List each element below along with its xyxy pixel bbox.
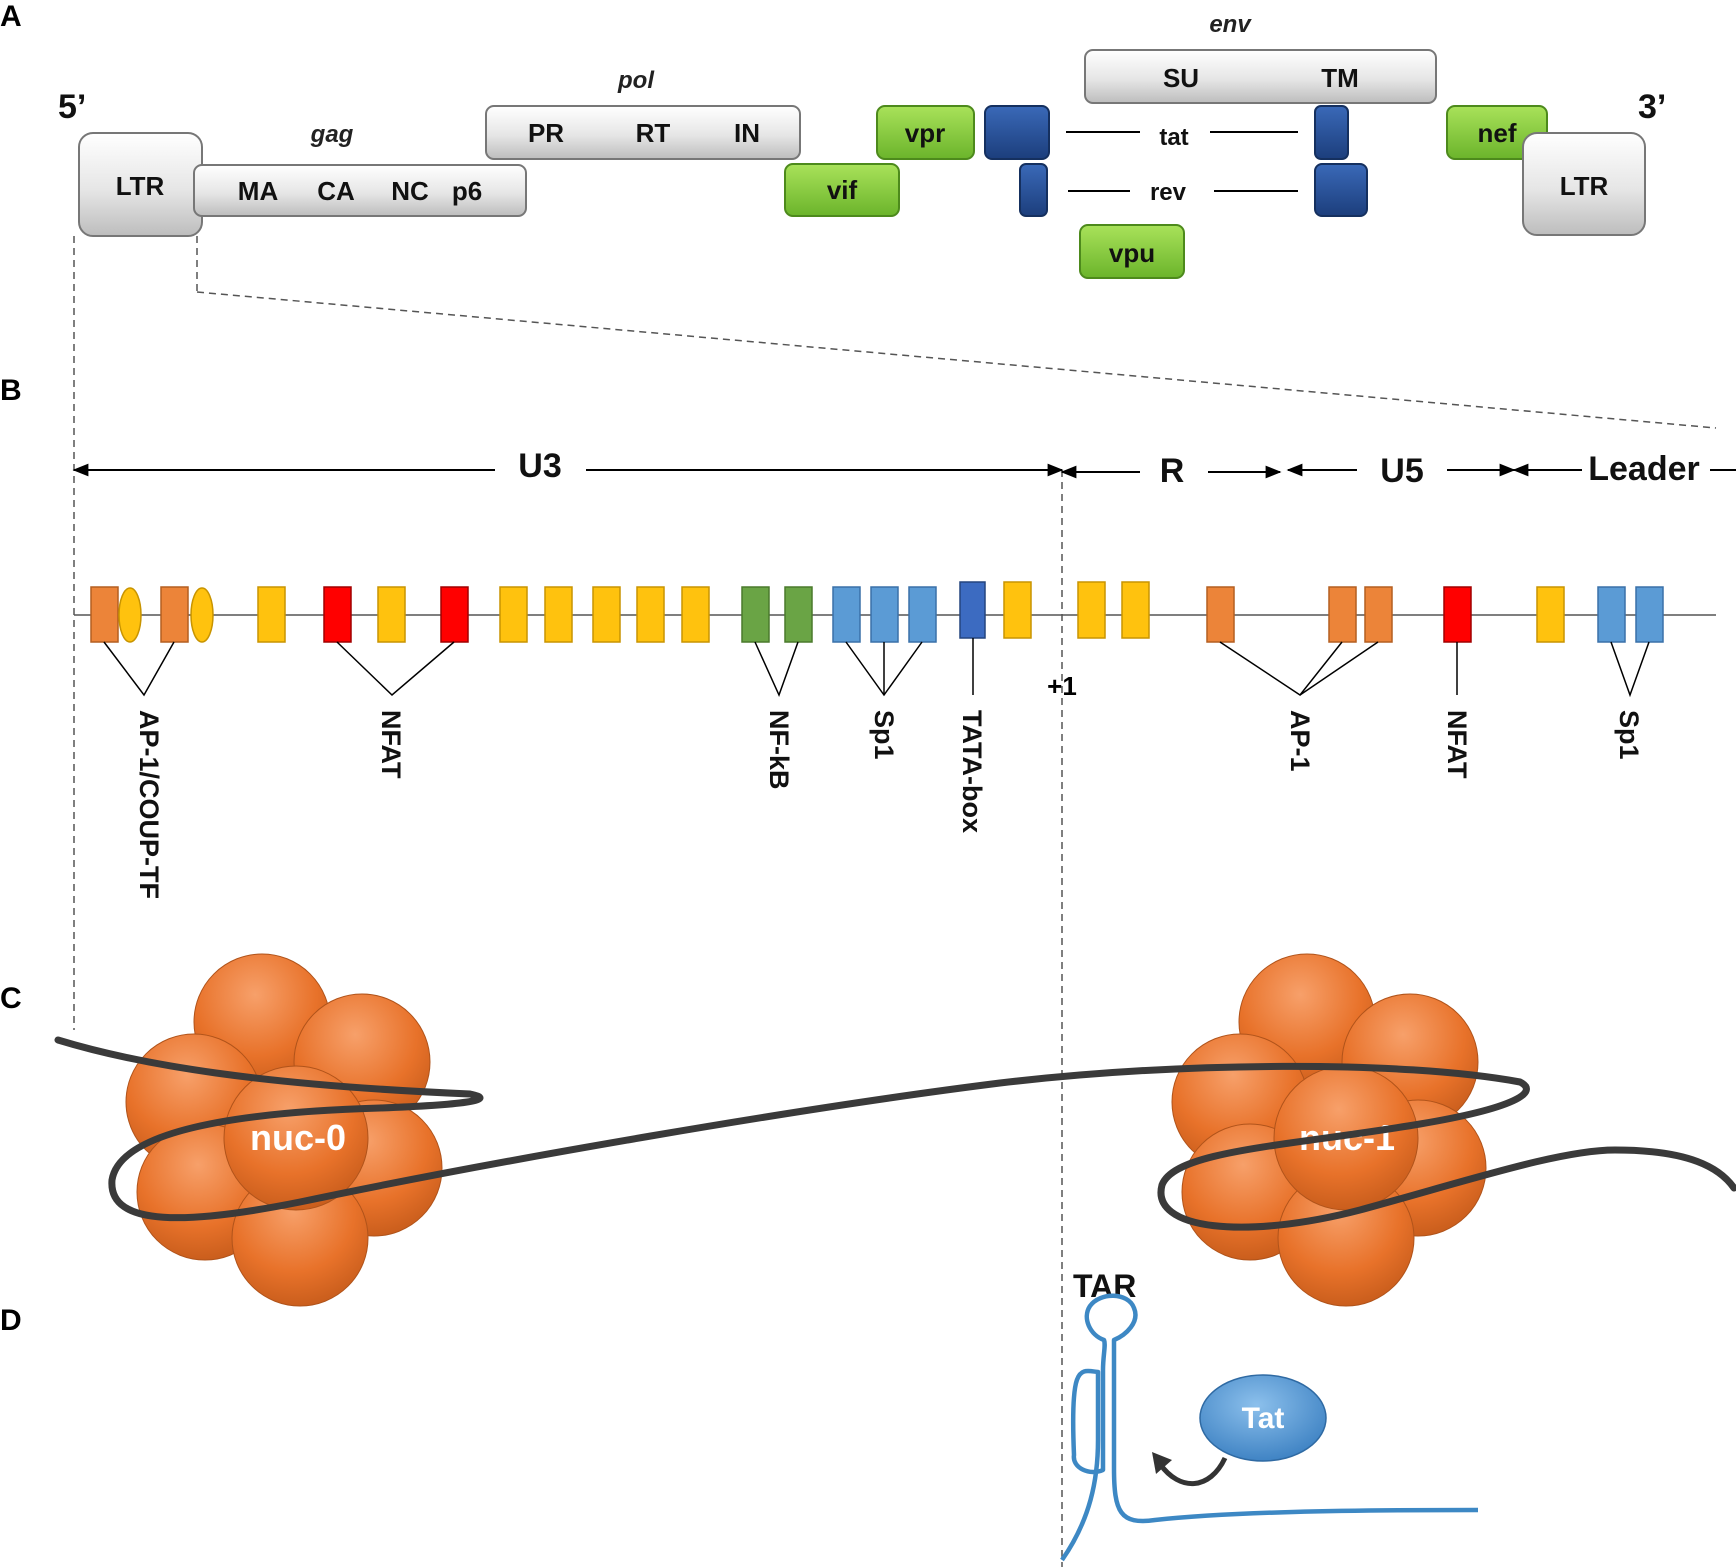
pol-label: pol	[617, 67, 655, 94]
region-leader: Leader	[1588, 450, 1700, 488]
five-prime-label: 5’	[58, 88, 86, 126]
tf-labels: AP-1/COUP-TF NFAT NF-kB Sp1 TATA-box AP-…	[134, 710, 1644, 899]
panel-label-c: C	[0, 982, 22, 1015]
tat-protein: Tat	[1199, 1374, 1327, 1462]
gag-ca: CA	[317, 176, 355, 206]
env-label: env	[1209, 11, 1252, 38]
ltr-5-label: LTR	[116, 171, 165, 201]
tf-label-tata: TATA-box	[957, 710, 987, 833]
pol-pr: PR	[528, 118, 564, 148]
region-arrows	[72, 463, 1736, 479]
env-su: SU	[1163, 63, 1199, 93]
tat-label: tat	[1159, 124, 1188, 151]
nuc-0-label: nuc-0	[250, 1117, 346, 1158]
tat-binding-arrow	[1157, 1456, 1228, 1486]
region-u3: U3	[518, 447, 561, 485]
three-prime-label: 3’	[1638, 88, 1666, 126]
tf-label-nfkb: NF-kB	[764, 710, 794, 790]
vpr-label: vpr	[905, 118, 945, 148]
tf-label-nfat-u3: NFAT	[376, 710, 406, 779]
tf-label-sp1-u3: Sp1	[869, 710, 899, 760]
gag-label: gag	[310, 121, 354, 148]
region-r: R	[1160, 452, 1185, 490]
gag-box: gag MA CA NC p6	[193, 121, 527, 217]
panel-label-a: A	[0, 0, 22, 33]
pol-rt: RT	[636, 118, 671, 148]
tar-rna-hairpin	[1060, 1293, 1479, 1562]
env-tm: TM	[1321, 63, 1359, 93]
site-connectors	[103, 638, 1650, 698]
rev-label: rev	[1150, 179, 1187, 206]
pol-in: IN	[734, 118, 760, 148]
gag-nc: NC	[391, 176, 429, 206]
zoom-guide-lines	[73, 236, 1717, 1567]
tat-protein-label: Tat	[1242, 1402, 1285, 1435]
pol-box: pol PR RT IN	[485, 67, 801, 160]
tf-label-sp1-leader: Sp1	[1614, 710, 1644, 760]
env-box: env SU TM	[1084, 11, 1437, 104]
tat-exons: tat	[984, 105, 1349, 160]
binding-sites	[90, 581, 1664, 643]
ltr-3-box: LTR	[1522, 132, 1646, 236]
dna-strand	[54, 1036, 1736, 1231]
tf-label-nfat-leader: NFAT	[1442, 710, 1472, 779]
gag-ma: MA	[238, 176, 279, 206]
vif-label: vif	[827, 175, 858, 205]
ltr-5-box: LTR	[78, 132, 203, 237]
vpr-box: vpr	[876, 105, 975, 160]
tf-label-ap1-u5: AP-1	[1285, 710, 1315, 772]
tss-plus-one: +1	[1047, 671, 1077, 701]
rev-exons: rev	[1019, 163, 1368, 217]
gag-p6: p6	[452, 176, 482, 206]
panel-label-d: D	[0, 1304, 22, 1337]
ltr-3-label: LTR	[1560, 171, 1609, 201]
vpu-label: vpu	[1109, 238, 1155, 268]
tat-arrowhead	[1152, 1452, 1172, 1474]
panel-label-b: B	[0, 374, 22, 407]
region-u5: U5	[1380, 452, 1423, 490]
tf-label-ap1-coup: AP-1/COUP-TF	[134, 710, 164, 899]
nef-label: nef	[1478, 118, 1517, 148]
vpu-box: vpu	[1079, 224, 1185, 279]
vif-box: vif	[784, 163, 900, 217]
